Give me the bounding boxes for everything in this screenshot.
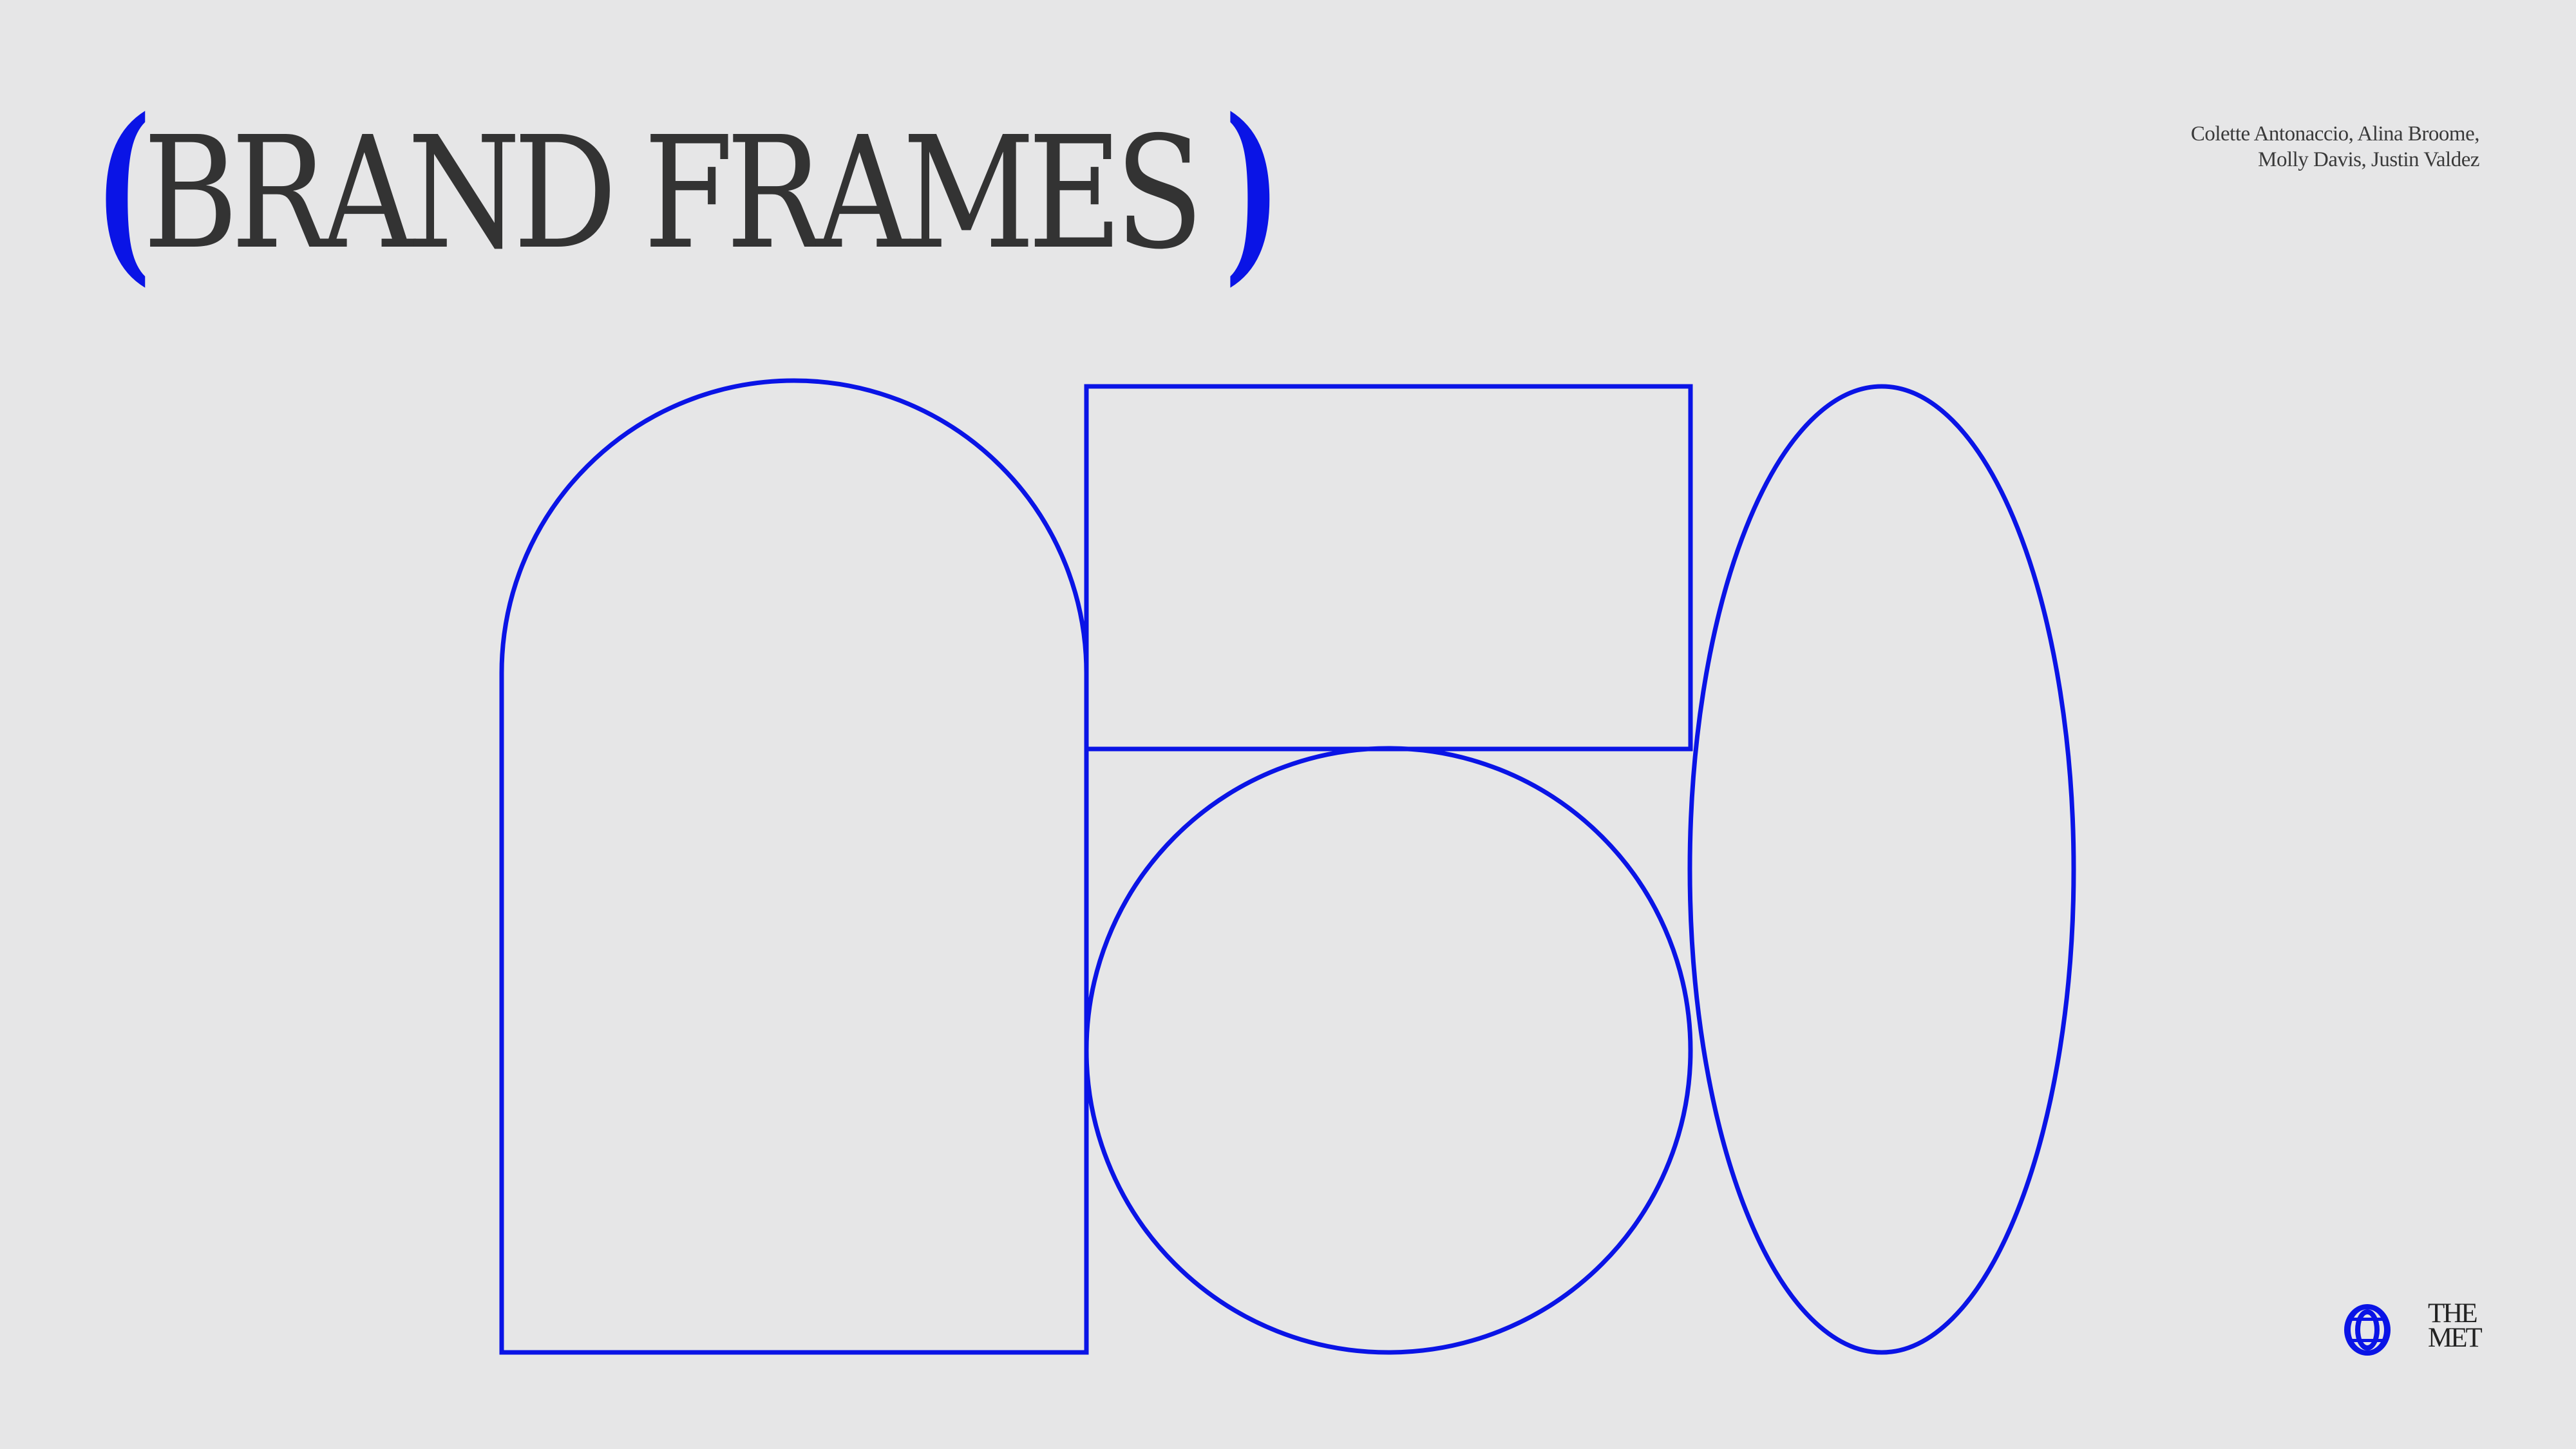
ellipse-frame (1687, 384, 2076, 1355)
met-emblem-icon (2344, 1304, 2391, 1356)
page-title: ( BRAND FRAMES ) (95, 93, 1298, 290)
logo-line-2: MET (2428, 1323, 2483, 1353)
logo-line-1: THE (2428, 1298, 2478, 1329)
credits: Colette Antonaccio, Alina Broome, Molly … (2190, 121, 2480, 173)
title-open-paren: ( (94, 76, 151, 303)
credits-line-2: Molly Davis, Justin Valdez (2258, 148, 2479, 171)
title-text: BRAND FRAMES (142, 103, 1204, 283)
the-met-logo: THE MET (2428, 1298, 2483, 1353)
title-close-paren: ) (1224, 76, 1281, 303)
credits-line-1: Colette Antonaccio, Alina Broome, (2190, 122, 2480, 146)
circle-frame (1084, 746, 1693, 1355)
rectangle-frame (1084, 384, 1693, 752)
arch-frame (499, 378, 1089, 1355)
